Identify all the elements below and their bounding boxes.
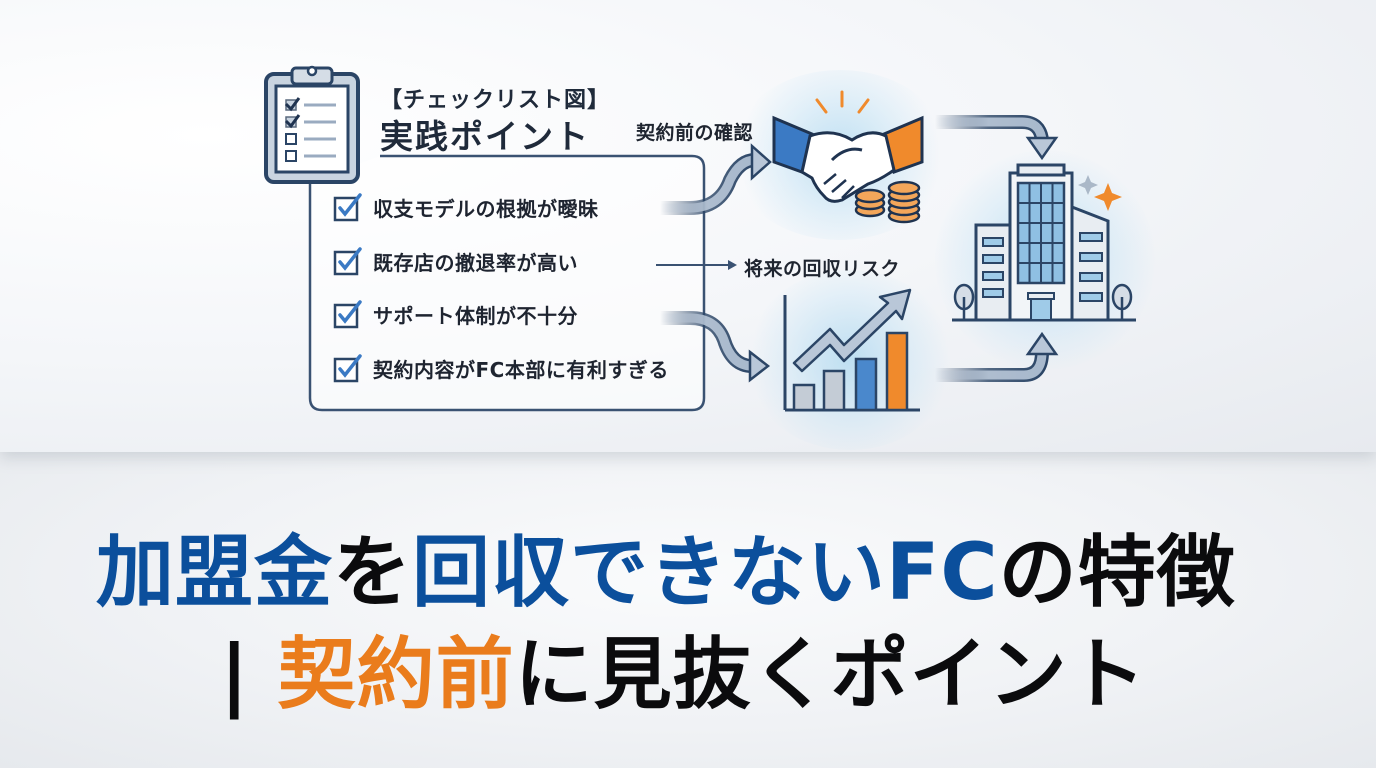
checklist-item-3: サポート体制が不十分	[333, 299, 578, 329]
diagram-subtitle: 【チェックリスト図】	[380, 88, 611, 113]
title-suffix-2: に見抜くポイント	[514, 630, 1147, 720]
checklist-item-2: 既存店の撤退率が高い	[333, 246, 578, 276]
checkbox-checked-icon	[333, 300, 362, 329]
checkbox-checked-icon	[333, 354, 362, 383]
title-keyword-unrecoverable-fc: 回収できないFC	[412, 528, 999, 618]
clipboard-checklist-icon	[264, 65, 360, 184]
handshake-with-coins-icon	[772, 90, 924, 224]
checkbox-checked-icon	[333, 193, 362, 222]
chart-glow	[745, 270, 955, 450]
checklist-item-label: 既存店の撤退率が高い	[373, 250, 578, 275]
title-particle: を	[333, 528, 413, 618]
checklist-item-label: 収支モデルの根拠が曖昧	[373, 196, 599, 221]
title-line-1: 加盟金を回収できないFCの特徴	[96, 510, 1236, 622]
rising-bar-chart-icon	[783, 288, 920, 412]
diagram-title: 実践ポイント	[380, 117, 590, 156]
flow-label-pre-contract: 契約前の確認	[636, 122, 754, 144]
checklist-item-1: 収支モデルの根拠が曖昧	[333, 192, 599, 222]
title-keyword-pre-contract: 契約前	[277, 630, 515, 720]
flow-label-future-risk: 将来の回収リスク	[744, 258, 901, 280]
checklist-item-4: 契約内容がFC本部に有利すぎる	[333, 353, 669, 383]
office-building-icon	[952, 163, 1136, 322]
title-panel	[0, 452, 1376, 768]
title-suffix: の特徴	[998, 528, 1236, 618]
checklist-item-label: サポート体制が不十分	[373, 303, 578, 328]
checklist-item-label: 契約内容がFC本部に有利すぎる	[373, 357, 669, 382]
title-keyword-franchise-fee: 加盟金	[96, 528, 334, 618]
title-separator: |	[220, 630, 278, 720]
title-line-2: | 契約前に見抜くポイント	[220, 612, 1147, 724]
checkbox-checked-icon	[333, 247, 362, 276]
checklist-frame	[308, 115, 1059, 412]
